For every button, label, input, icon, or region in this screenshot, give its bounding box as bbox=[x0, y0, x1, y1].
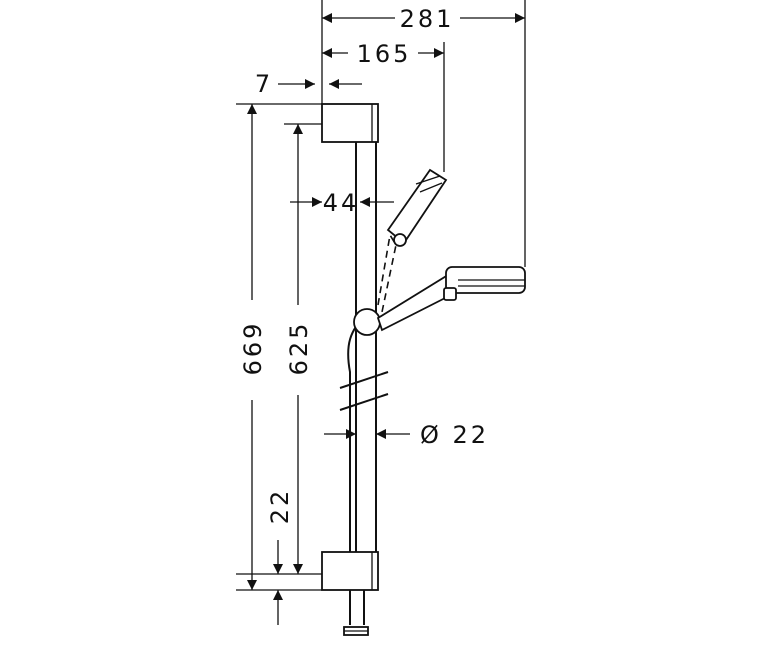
dimension-lines bbox=[236, 0, 526, 625]
dim-bar-diameter: Ø 22 bbox=[420, 421, 489, 449]
hose-connector bbox=[343, 590, 369, 636]
handshower-holder bbox=[353, 308, 381, 336]
dim-overall-height: 669 bbox=[239, 321, 267, 376]
dim-overall-width: 281 bbox=[400, 5, 455, 33]
top-wall-bracket bbox=[321, 103, 379, 143]
handshower bbox=[376, 266, 526, 332]
dim-bar-length: 625 bbox=[285, 321, 313, 376]
handshower-alternative-position bbox=[377, 168, 448, 313]
dim-bottom-offset: 22 bbox=[266, 488, 294, 525]
break-lines bbox=[339, 371, 389, 411]
shower-rail-assembly bbox=[321, 103, 526, 636]
dim-handshower-offset: 165 bbox=[357, 40, 412, 68]
bottom-wall-bracket bbox=[321, 551, 379, 591]
dim-holder-gap: 44 bbox=[323, 189, 360, 217]
dimension-labels: 281 165 7 44 669 625 22 Ø 22 bbox=[239, 5, 489, 525]
dim-wall-offset: 7 bbox=[255, 70, 273, 98]
shower-rail-bar bbox=[355, 142, 377, 552]
